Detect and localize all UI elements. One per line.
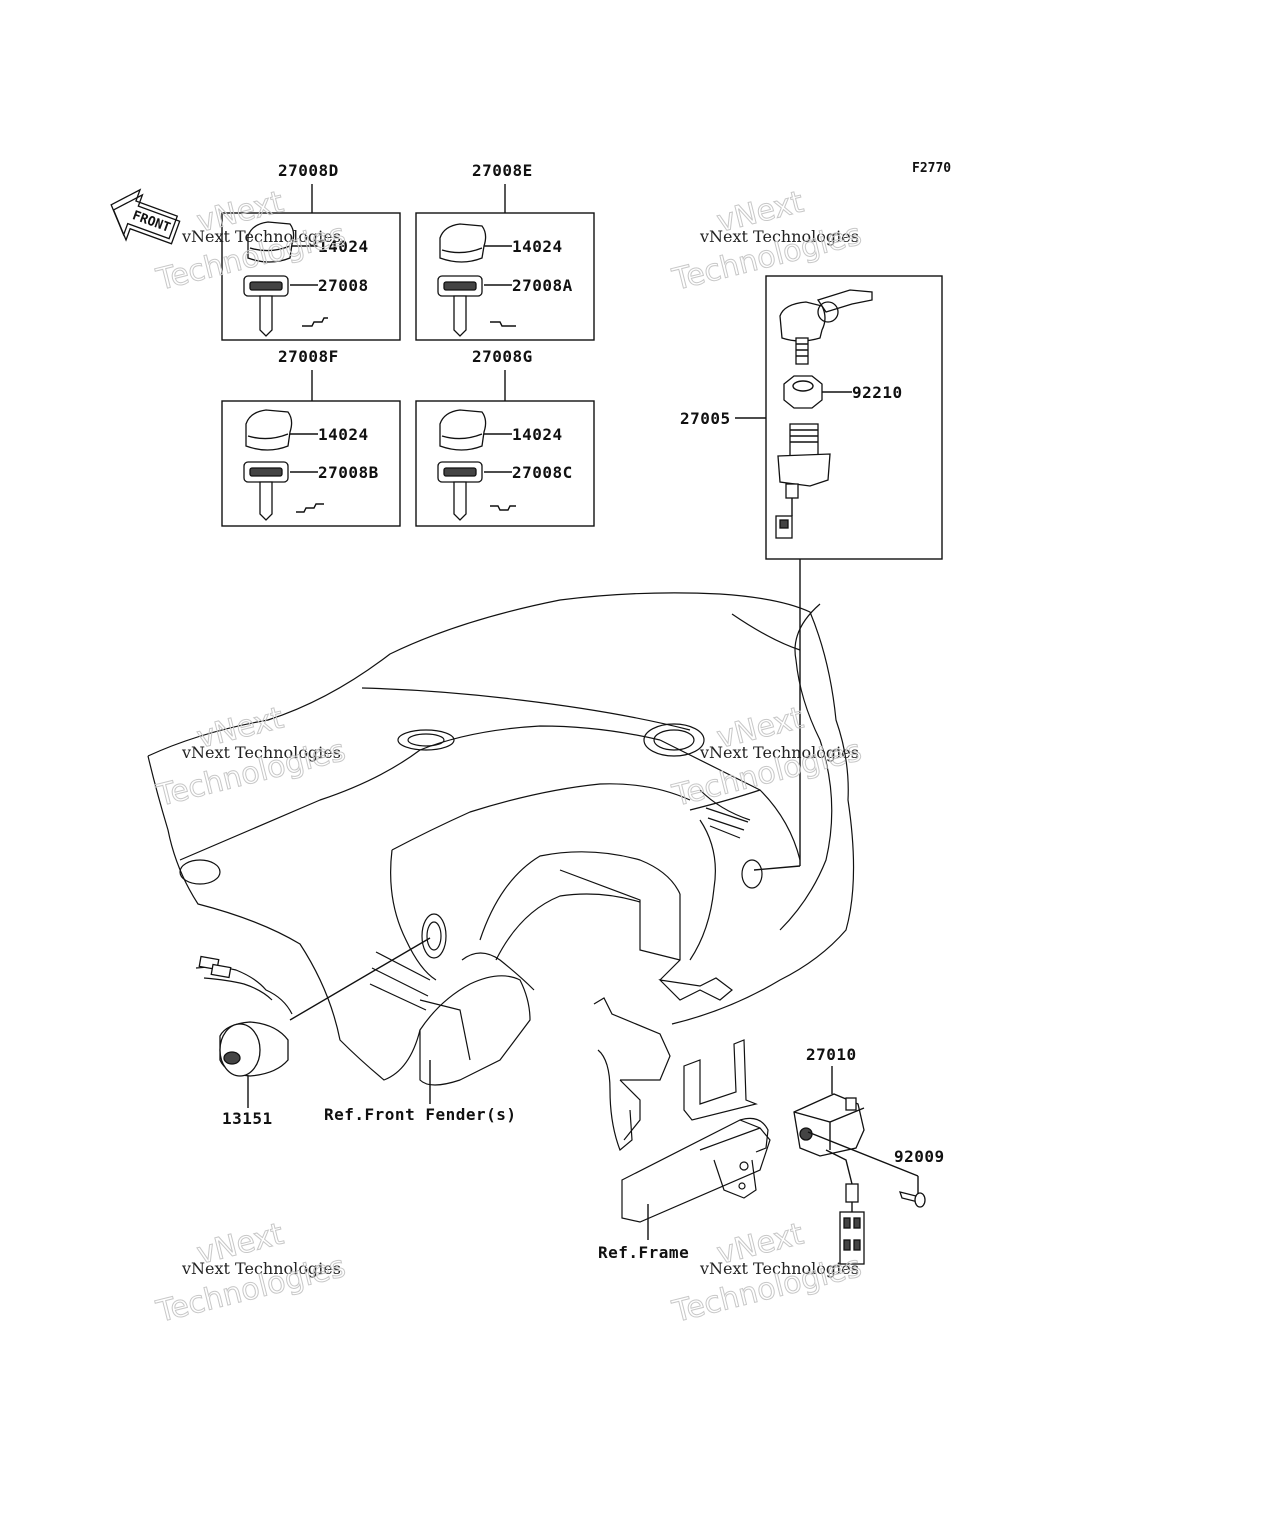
switch-body-icon (775, 423, 831, 539)
key-blank-icon (243, 275, 289, 337)
svg-text:vNext Technologies: vNext Technologies (181, 743, 341, 762)
key-blank-icon (243, 461, 289, 521)
cap-part-number: 14024 (512, 237, 563, 256)
key-blank-icon (437, 461, 483, 521)
switch-unit-part: 27010 (793, 1045, 865, 1265)
ignition-key-icon (779, 289, 873, 365)
kit-label: 27008G (472, 347, 533, 366)
kit-label: 27008E (472, 161, 533, 180)
cap-part-number: 14024 (318, 425, 369, 444)
svg-text:vNext Technologies: vNext Technologies (699, 227, 859, 246)
figure-code: F2770 (912, 161, 951, 176)
assembly-part-number: 27005 (680, 409, 731, 428)
kit-box-27008g: 27008G 14024 27008C (415, 347, 595, 527)
front-cowl-outline (147, 592, 855, 1086)
ref-frame-label: Ref.Frame (598, 1243, 689, 1262)
svg-text:vNext Technologies: vNext Technologies (699, 743, 859, 762)
cap-part-number: 14024 (512, 425, 563, 444)
key-part-number: 27008C (512, 463, 573, 482)
switch-assembly-box: 27005 92210 (680, 275, 943, 871)
key-cut-profile-icon (302, 317, 328, 327)
frame-bracket (593, 997, 771, 1240)
watermark: vNext Technologies vNext Technologies (668, 184, 865, 298)
cap-part-number: 14024 (318, 237, 369, 256)
key-cap-icon (245, 409, 293, 451)
socket-part-number: 13151 (222, 1109, 273, 1128)
key-cap-icon (439, 409, 487, 451)
nut-part-number: 92210 (852, 383, 903, 402)
screw-part: 92009 (807, 1131, 945, 1208)
front-arrow-icon: FRONT (110, 188, 181, 245)
watermark: vNext Technologies vNext Technologies (152, 700, 349, 814)
key-cut-profile-icon (296, 503, 324, 513)
svg-text:vNext Technologies: vNext Technologies (699, 1259, 859, 1278)
key-cut-profile-icon (490, 321, 516, 327)
kit-box-27008f: 27008F 14024 27008B (221, 347, 401, 527)
key-cut-profile-icon (490, 505, 516, 511)
watermark: vNext Technologies vNext Technologies (152, 1216, 349, 1330)
nut-icon (783, 375, 823, 409)
socket-part: 13151 (195, 937, 431, 1128)
ref-front-fender-label: Ref.Front Fender(s) (324, 1105, 517, 1124)
key-cap-icon (247, 221, 295, 263)
key-part-number: 27008 (318, 276, 369, 295)
key-blank-icon (437, 275, 483, 337)
kit-label: 27008F (278, 347, 339, 366)
screw-part-number: 92009 (894, 1147, 945, 1166)
key-part-number: 27008B (318, 463, 379, 482)
watermark: vNext Technologies vNext Technologies (668, 1216, 865, 1330)
key-part-number: 27008A (512, 276, 573, 295)
kit-box-27008d: 27008D 14024 27008 (221, 161, 401, 341)
svg-text:vNext Technologies: vNext Technologies (181, 1259, 341, 1278)
kit-box-27008e: 27008E 14024 27008A (415, 161, 595, 341)
kit-label: 27008D (278, 161, 339, 180)
key-cap-icon (439, 223, 487, 263)
switch-unit-part-number: 27010 (806, 1045, 857, 1064)
svg-text:vNext Technologies: vNext Technologies (181, 227, 341, 246)
